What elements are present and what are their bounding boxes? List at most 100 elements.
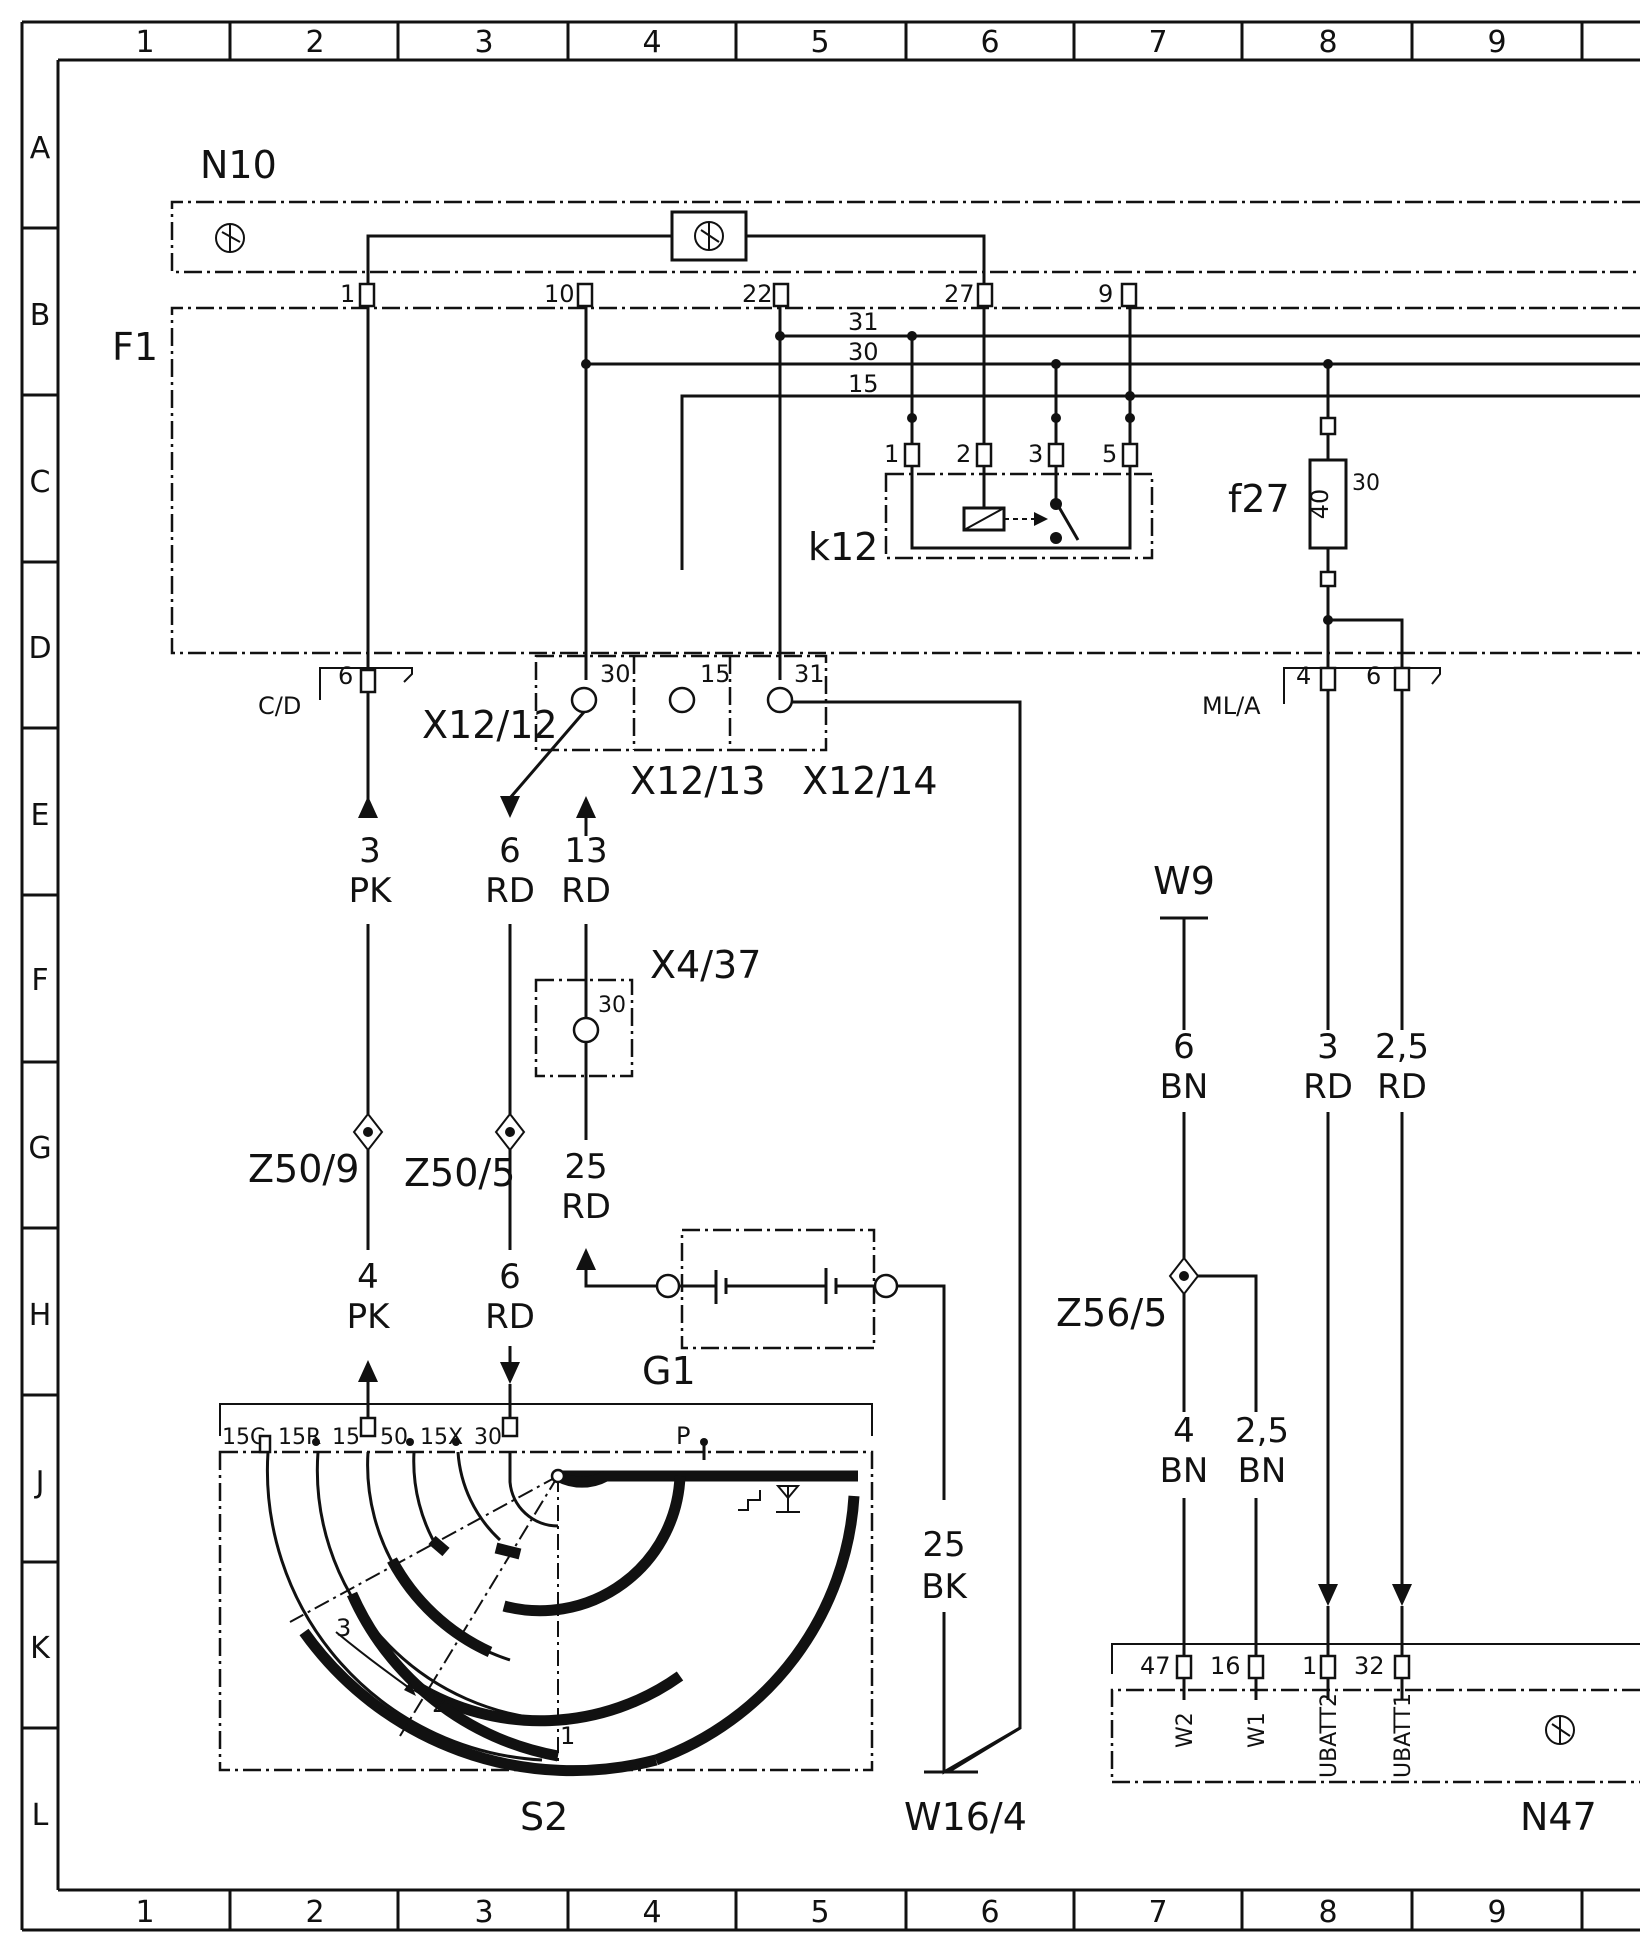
wire-6rd-b-color: RD bbox=[485, 1297, 535, 1337]
col-label-5-bottom: 5 bbox=[810, 1895, 829, 1930]
ground-symbol-icon bbox=[694, 221, 724, 251]
col-label-8: 8 bbox=[1318, 25, 1337, 60]
n10-pin-1: 1 bbox=[340, 280, 355, 308]
k12-pin-3: 3 bbox=[1028, 440, 1043, 468]
w16-4-ground: W16/4 bbox=[904, 1770, 1027, 1839]
col-label-2-bottom: 2 bbox=[305, 1895, 324, 1930]
s2-contact-tracks bbox=[265, 1451, 860, 1777]
g1-label: G1 bbox=[642, 1349, 696, 1393]
col-label-3-bottom: 3 bbox=[474, 1895, 493, 1930]
z50-5-label: Z50/5 bbox=[404, 1151, 515, 1195]
x4-37-label: X4/37 bbox=[650, 943, 761, 987]
bus-31-label: 31 bbox=[848, 308, 879, 336]
x12-connectors: X12/12 X12/13 X12/14 30 15 31 bbox=[422, 654, 938, 803]
col-label-9: 9 bbox=[1487, 25, 1506, 60]
wire-6bn-color: BN bbox=[1160, 1067, 1209, 1107]
wire-3rd-color: RD bbox=[1303, 1067, 1353, 1107]
s2-pin-15x: 15X bbox=[420, 1425, 463, 1450]
s2-label: S2 bbox=[520, 1795, 568, 1839]
s2-pin-15r: 15R bbox=[278, 1425, 321, 1450]
wire-25bk-size: 25 bbox=[922, 1525, 965, 1565]
bus-15-label: 15 bbox=[848, 370, 879, 398]
wire-13rd-color: RD bbox=[561, 871, 611, 911]
wire-25rd-color: RD bbox=[561, 1187, 611, 1227]
col-label-6: 6 bbox=[980, 25, 999, 60]
x12-12-label: X12/12 bbox=[422, 703, 558, 747]
wire-3pk-color: PK bbox=[349, 871, 394, 911]
wire-25rd-size: 25 bbox=[564, 1147, 607, 1187]
grid-row-labels: A B C D E F G H J K L bbox=[28, 131, 51, 1833]
wire-4bn-size: 4 bbox=[1173, 1411, 1195, 1451]
s2-pin-15c: 15C bbox=[222, 1425, 265, 1450]
x12-13-label: X12/13 bbox=[630, 759, 766, 803]
n10-module: N10 bbox=[170, 143, 1640, 288]
f27-rating: 40 bbox=[1306, 489, 1334, 520]
bus-bars: 31 30 15 bbox=[581, 308, 1640, 570]
col-label-2: 2 bbox=[305, 25, 324, 60]
grid-frame bbox=[20, 20, 1640, 1932]
f1-label: F1 bbox=[112, 325, 158, 369]
row-label-l: L bbox=[32, 1798, 49, 1833]
f27-label: f27 bbox=[1228, 477, 1290, 521]
z56-5-splice: Z56/5 bbox=[1056, 1256, 1200, 1335]
row-label-a: A bbox=[30, 131, 51, 166]
bus-30-label: 30 bbox=[848, 338, 879, 366]
g1-battery: G1 bbox=[642, 1228, 899, 1393]
mla-pin-6: 6 bbox=[1366, 662, 1381, 690]
n10-pin-10: 10 bbox=[544, 280, 575, 308]
w9-ground: W9 bbox=[1153, 859, 1215, 920]
s2-pos-3: 3 bbox=[336, 1614, 351, 1642]
w9-label: W9 bbox=[1153, 859, 1215, 903]
s2-pin-p: P bbox=[676, 1422, 690, 1450]
x4-37-connector: X4/37 30 bbox=[534, 943, 761, 1078]
n47-pin-47: 47 bbox=[1140, 1652, 1171, 1680]
col-label-1: 1 bbox=[135, 25, 154, 60]
row-label-g: G bbox=[28, 1131, 51, 1166]
col-label-7: 7 bbox=[1148, 25, 1167, 60]
n47-signal-w1: W1 bbox=[1245, 1712, 1270, 1748]
bus-15 bbox=[680, 394, 1640, 570]
k12-pin-5: 5 bbox=[1102, 440, 1117, 468]
row-label-h: H bbox=[29, 1298, 52, 1333]
f27-fuse: f27 40 30 bbox=[1228, 364, 1404, 680]
wire-6rd-a-color: RD bbox=[485, 871, 535, 911]
row-label-d: D bbox=[28, 631, 51, 666]
n47-label: N47 bbox=[1520, 1795, 1597, 1839]
row-label-k: K bbox=[30, 1631, 51, 1666]
s2-pin-50: 50 bbox=[380, 1425, 408, 1450]
ml-a-connector: ML/A 4 6 bbox=[1202, 662, 1441, 720]
n47-signal-w2: W2 bbox=[1173, 1712, 1198, 1748]
x12-13-pin-15: 15 bbox=[700, 660, 731, 688]
k12-pin-2: 2 bbox=[956, 440, 971, 468]
z56-5-label: Z56/5 bbox=[1056, 1291, 1167, 1335]
wire-6bn-size: 6 bbox=[1173, 1027, 1195, 1067]
wire-3pk-size: 3 bbox=[359, 831, 381, 871]
row-label-b: B bbox=[30, 298, 51, 333]
x12-14-pin-31: 31 bbox=[794, 660, 825, 688]
x12-14-label: X12/14 bbox=[802, 759, 938, 803]
k12-label: k12 bbox=[808, 525, 878, 569]
wire-6rd-b-size: 6 bbox=[499, 1257, 521, 1297]
ml-a-label: ML/A bbox=[1202, 692, 1261, 720]
wire-4pk-color: PK bbox=[347, 1297, 392, 1337]
n47-pin-1: 1 bbox=[1302, 1652, 1317, 1680]
col-label-3: 3 bbox=[474, 25, 493, 60]
s2-ignition-switch: S2 15C 15R 15 50 15X 30 P bbox=[218, 1403, 874, 1839]
n10-pin-27: 27 bbox=[944, 280, 975, 308]
wire-25bn-size: 2,5 bbox=[1235, 1411, 1289, 1451]
mla-pin-4: 4 bbox=[1296, 662, 1311, 690]
wire-25rd2-size: 2,5 bbox=[1375, 1027, 1429, 1067]
cd-connector: C/D 6 bbox=[258, 662, 413, 720]
z50-9-label: Z50/9 bbox=[248, 1147, 359, 1191]
wire-13rd-size: 13 bbox=[564, 831, 607, 871]
s2-terminals: 15C 15R 15 50 15X 30 P bbox=[222, 1416, 690, 1454]
ground-symbol-icon bbox=[1545, 1715, 1575, 1745]
k12-pin-1: 1 bbox=[884, 440, 899, 468]
n10-pin-22: 22 bbox=[742, 280, 773, 308]
cd-pin-6: 6 bbox=[338, 662, 353, 690]
wire-25bk-color: BK bbox=[921, 1567, 968, 1607]
n47-module: N47 47 16 1 32 W2 W1 UBATT2 UBATT1 bbox=[1110, 1643, 1640, 1839]
grid-column-labels-top: 1 2 3 4 5 6 7 8 9 bbox=[135, 25, 1506, 60]
n10-pins: 1 10 22 27 9 bbox=[340, 280, 1138, 308]
